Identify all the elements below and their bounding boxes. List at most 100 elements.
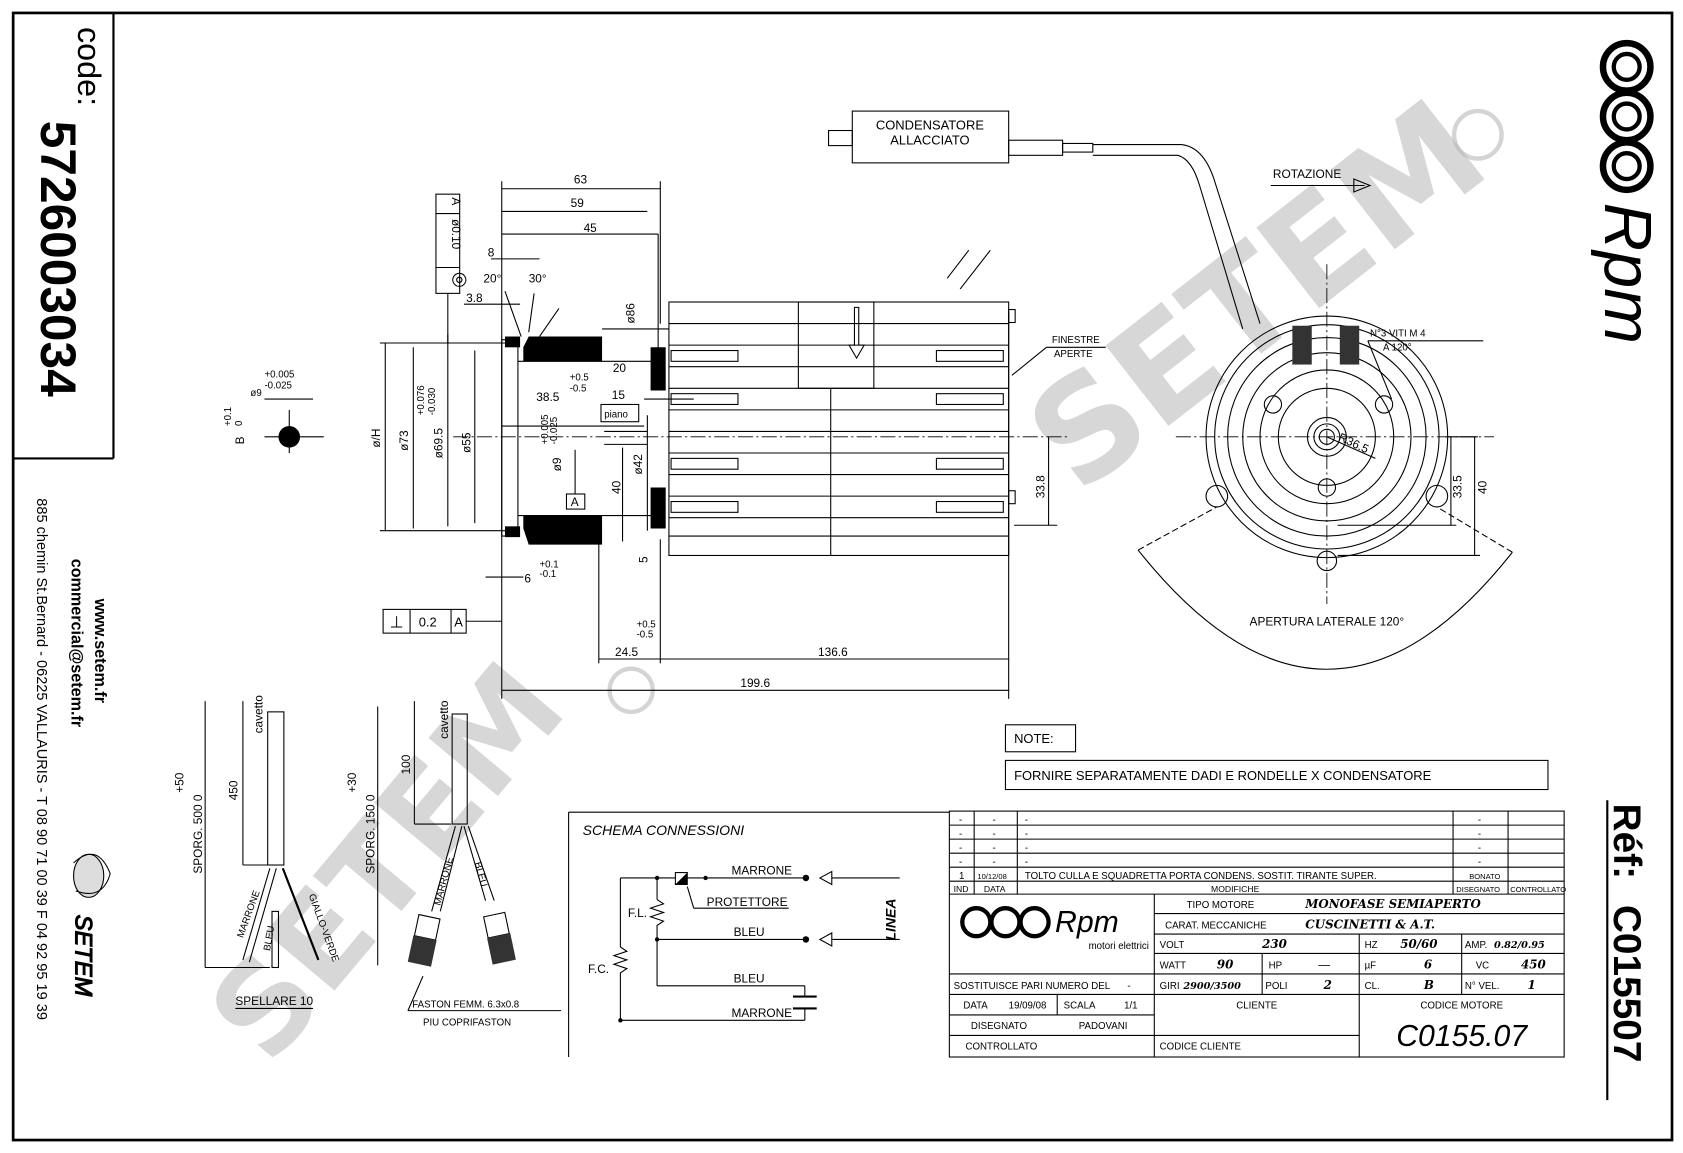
rpm-logo-icon xyxy=(1599,39,1654,194)
dim-73: ø73 xyxy=(397,430,411,451)
header-data: DATA xyxy=(984,884,1006,894)
header-dis: DISEGNATO xyxy=(1456,885,1500,894)
poli-value: 2 xyxy=(1323,978,1332,992)
rev-date: - xyxy=(993,843,996,854)
concentricity-datum: A xyxy=(449,197,463,205)
datum-a-box xyxy=(565,493,586,510)
volt-value: 230 xyxy=(1261,937,1288,951)
tol-9-lower: -0.025 xyxy=(549,417,560,444)
rev-date: - xyxy=(993,815,996,826)
capacitor-label-1: CONDENSATORE xyxy=(876,117,984,132)
faston-label-2: PIU COPRIFASTON xyxy=(423,1018,511,1029)
codice-cliente-label: CODICE CLIENTE xyxy=(1160,1041,1242,1052)
side-opening-label: APERTURA LATERALE 120° xyxy=(1250,615,1405,629)
ref-value: C015507 xyxy=(1605,905,1648,1063)
rev-dis: - xyxy=(1478,815,1481,826)
ref-label: Réf: C015507 xyxy=(1605,804,1648,1063)
screws-label-1: N°3 VITI M 4 xyxy=(1370,329,1426,340)
address: 885 chemin St.Bernard - 06225 VALLAURIS … xyxy=(33,498,49,1020)
scala-value: 1/1 xyxy=(1124,1000,1137,1011)
schematic-bleu-mid: BLEU xyxy=(734,925,765,939)
wiring-schematic: SCHEMA CONNESSIONI MARRONE PROTETTORE BL… xyxy=(568,811,950,1058)
tol-69-5-upper: +0.076 xyxy=(416,385,427,415)
dim-shaft-9: ø9 xyxy=(550,457,564,471)
rev-mod: - xyxy=(1025,815,1028,826)
rev-date: - xyxy=(993,857,996,868)
vel-label: N° VEL. xyxy=(1465,981,1500,992)
data-label: DATA xyxy=(963,1000,988,1011)
faston-connector-icon xyxy=(483,911,516,965)
left-cable-strip-length: SPELLARE 10 xyxy=(235,994,313,1008)
rev-dis: - xyxy=(1478,829,1481,840)
dim-42: ø42 xyxy=(631,454,645,474)
side-panel: code: 5726003034 www.setem.fr commercial… xyxy=(13,12,115,1020)
right-cable-tolerance: +30 xyxy=(345,772,359,793)
screw-icon xyxy=(1317,478,1337,497)
concentricity-tolerance-frame: A ø0.10 ◎ xyxy=(435,193,471,343)
cliente-label: CLIENTE xyxy=(1236,1000,1277,1011)
disegnato-value: PADOVANI xyxy=(1079,1021,1128,1032)
dim-40: 40 xyxy=(609,480,623,494)
setem-logo: SETEM xyxy=(69,853,111,997)
perpendicularity-tolerance-frame: ⊥ 0.2 A xyxy=(382,608,502,634)
watt-value: 90 xyxy=(1217,958,1234,972)
giri-value: 2900/3500 xyxy=(1182,981,1241,992)
perpendicularity-symbol-icon: ⊥ xyxy=(390,614,404,632)
side-view: 63 59 45 8 20° 30° 3.8 ø86 ø/H ø73 ø69.5 xyxy=(369,172,1069,699)
rpm-small-logo-icon xyxy=(960,906,1051,939)
notes: NOTE: FORNIRE SEPARATAMENTE DADI E RONDE… xyxy=(1004,724,1549,791)
cl-label: CL. xyxy=(1365,981,1380,992)
rev-ind: - xyxy=(959,843,962,854)
rev-mod: - xyxy=(1025,843,1028,854)
shaft-detail: ø9 +0.005 -0.025 B +0.1 0 xyxy=(223,370,324,454)
dim-8: 8 xyxy=(488,246,495,260)
dim-55: ø55 xyxy=(459,432,473,453)
schematic-fc: F.C. xyxy=(588,962,609,976)
amp-label: AMP. xyxy=(1465,940,1487,951)
dim-45: 45 xyxy=(584,221,598,235)
left-cable-length: 450 xyxy=(226,780,240,800)
tol-24-5-lower: -0.5 xyxy=(637,629,654,640)
dim-24-5: 24.5 xyxy=(615,645,638,659)
dim-136-6: 136.6 xyxy=(818,645,848,659)
schematic-fl: F.L. xyxy=(628,906,647,920)
website: www.setem.fr xyxy=(91,598,109,704)
rev-ind: - xyxy=(959,829,962,840)
detail-tol-lower: -0.025 xyxy=(264,380,291,391)
controllato-label: CONTROLLATO xyxy=(966,1041,1038,1052)
rev-ind: - xyxy=(959,815,962,826)
codice-motore-label: CODICE MOTORE xyxy=(1420,1000,1503,1011)
detail-dim-9: ø9 xyxy=(250,388,261,399)
giri-label: GIRI xyxy=(1160,981,1180,992)
rev-dis: - xyxy=(1478,857,1481,868)
data-value: 19/09/08 xyxy=(1009,1000,1047,1011)
rpm-logo-text: Rpm xyxy=(1590,203,1665,344)
cl-value: B xyxy=(1423,978,1434,992)
code-label: code: xyxy=(71,27,107,106)
hz-label: HZ xyxy=(1365,940,1378,951)
tol-6-upper: +0.1 xyxy=(539,559,558,570)
dim-30-degrees: 30° xyxy=(529,272,547,286)
dim-69-5: ø69.5 xyxy=(431,428,445,459)
rev-date: - xyxy=(993,829,996,840)
concentricity-symbol-icon: ◎ xyxy=(450,272,471,288)
codice-motore-value: C0155.07 xyxy=(1396,1020,1528,1053)
title-logo-text: Rpm xyxy=(1055,906,1119,939)
dim-33-5: 33.5 xyxy=(1451,475,1465,498)
dim-86: ø86 xyxy=(623,303,637,324)
detail-tol-upper: +0.005 xyxy=(264,370,294,381)
left-wire-bleu: BLEU xyxy=(262,925,277,952)
header-mod: MODIFICHE xyxy=(1211,884,1260,894)
perpendicularity-value: 0.2 xyxy=(419,615,437,630)
header-ind: IND xyxy=(954,884,969,894)
watt-label: WATT xyxy=(1160,961,1186,972)
screw-icon xyxy=(1374,395,1394,414)
dim-199-6: 199.6 xyxy=(740,676,770,690)
uf-label: µF xyxy=(1365,961,1377,972)
dim-59: 59 xyxy=(571,196,585,210)
sost-label: SOSTITUISCE PARI NUMERO DEL xyxy=(954,981,1111,992)
dim-38-5: 38.5 xyxy=(536,390,559,404)
tipo-value: MONOFASE SEMIAPERTO xyxy=(1304,897,1481,911)
tol-20-upper: +0.5 xyxy=(570,373,589,384)
